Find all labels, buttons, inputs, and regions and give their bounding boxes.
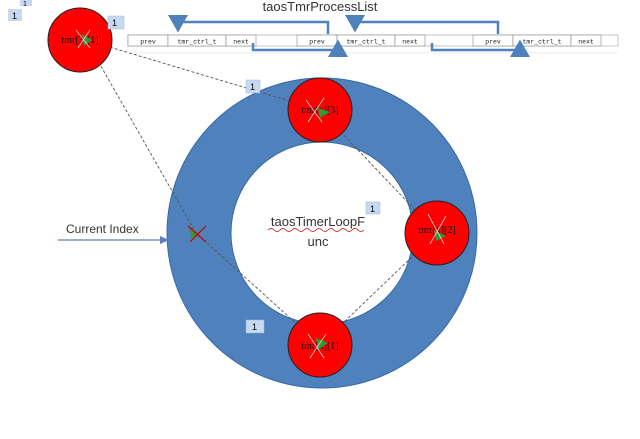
node-ring-right: tmr[x][2] — [404, 200, 470, 266]
next-arrow-1 — [251, 39, 348, 57]
svg-text:1: 1 — [250, 82, 255, 92]
center-label-line2: unc — [308, 234, 329, 249]
next-arrow-2 — [430, 39, 530, 57]
list-cell-box — [225, 34, 257, 47]
spellcheck-underline — [267, 228, 365, 232]
list-title: taosTmrProcessList — [263, 0, 378, 14]
list-cell-label: tmr_ctrl_t — [522, 39, 561, 46]
node-ring-bottom-badge: 1 — [245, 319, 265, 334]
list-arrows — [168, 15, 530, 57]
list-cell-box — [570, 34, 602, 47]
svg-text:1: 1 — [252, 322, 257, 332]
list-cell-label: prev — [309, 39, 325, 46]
current-slot-marker — [187, 225, 207, 243]
list-cell-label: prev — [140, 39, 156, 46]
prev-arrow-2 — [345, 15, 500, 34]
svg-text:1: 1 — [12, 11, 17, 21]
list-cell-label: tmr_ctrl_t — [177, 39, 216, 46]
svg-text:1: 1 — [112, 18, 117, 28]
corner-badge-top: 1 — [20, 0, 32, 8]
node-top-left: tmr[3][1] — [47, 7, 113, 73]
svg-text:1: 1 — [23, 1, 27, 8]
list-cell-label: next — [233, 39, 249, 46]
list-cells: prev tmr_ctrl_t next prev tmr_ctrl_t next prev… — [127, 34, 602, 47]
list-cell-box — [394, 34, 426, 47]
prev-arrow-1 — [168, 15, 330, 34]
node-ring-top: tmr[x][3] — [287, 77, 353, 143]
node-top-left-badge: 1 — [107, 15, 125, 30]
list-cell-label: prev — [485, 39, 501, 46]
ring-inner-edge — [230, 141, 414, 325]
process-list: prev tmr_ctrl_t next prev tmr_ctrl_t next prev… — [127, 34, 619, 54]
current-index-label: Current Index — [66, 222, 139, 236]
corner-badge: 1 — [8, 9, 22, 21]
list-cell-label: next — [578, 39, 594, 46]
svg-text:1: 1 — [370, 204, 375, 214]
svg-text:tmr[3][1]: tmr[3][1] — [61, 35, 98, 46]
list-cell-label: next — [402, 39, 418, 46]
node-ring-top-badge: 1 — [245, 79, 261, 94]
node-ring-right-badge: 1 — [365, 201, 381, 215]
node-ring-bottom: tmr[x][1] — [287, 312, 353, 378]
list-cell-label: tmr_ctrl_t — [346, 39, 385, 46]
center-label-line1: taosTimerLoopF — [271, 214, 365, 229]
